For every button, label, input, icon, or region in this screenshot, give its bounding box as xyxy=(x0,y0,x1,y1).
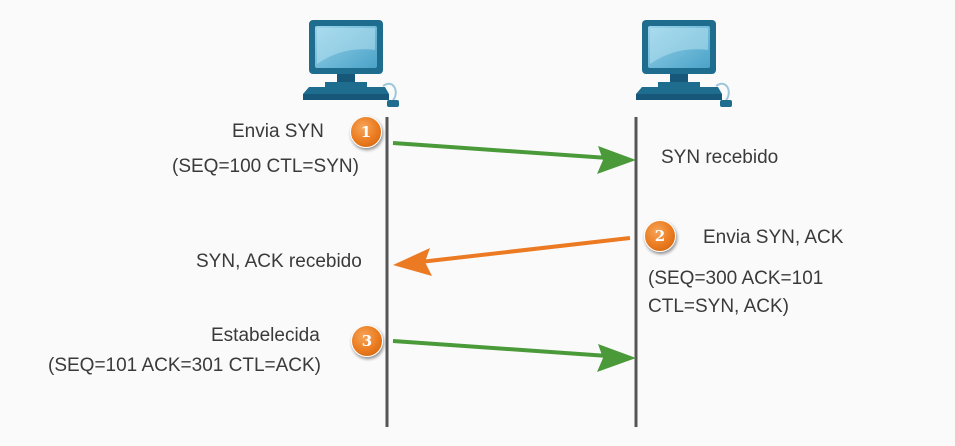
step2-receiver-label: SYN, ACK recebido xyxy=(196,251,362,272)
step1-sender-label: Envia SYN xyxy=(232,121,324,142)
computer-icon xyxy=(635,19,733,108)
step3-sender-params: (SEQ=101 ACK=301 CTL=ACK) xyxy=(48,355,322,376)
arrow-syn xyxy=(392,141,636,174)
step1-receiver-label: SYN recebido xyxy=(661,147,779,168)
step-2-badge: 2 xyxy=(644,220,676,252)
arrow-ack xyxy=(392,339,636,372)
computer-icon xyxy=(302,19,400,108)
arrow-syn-ack xyxy=(393,236,631,276)
step1-sender-params: (SEQ=100 CTL=SYN) xyxy=(172,156,359,177)
step2-sender-params-2: CTL=SYN, ACK) xyxy=(648,296,789,317)
step2-sender-label: Envia SYN, ACK xyxy=(703,227,844,248)
step3-sender-label: Estabelecida xyxy=(211,325,320,346)
step-1-badge: 1 xyxy=(350,116,382,148)
step-3-badge: 3 xyxy=(351,325,383,357)
step2-sender-params-1: (SEQ=300 ACK=101 xyxy=(648,268,824,289)
